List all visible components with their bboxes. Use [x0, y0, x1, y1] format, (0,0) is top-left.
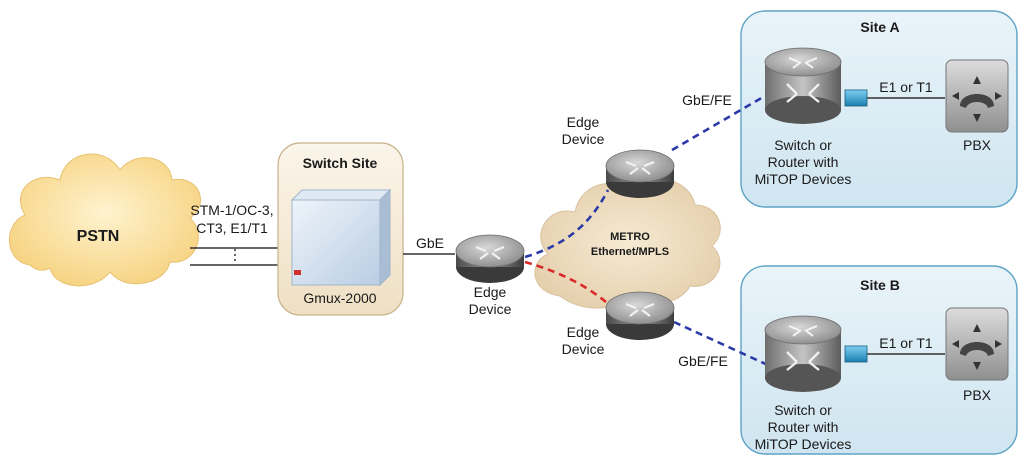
switch-router-icon [764, 315, 842, 392]
site-a-switch-label-2: Router with [768, 154, 839, 170]
edge-top-label-2: Device [562, 131, 605, 147]
dashed-links [524, 91, 771, 368]
trunk-label-2: CT3, E1/T1 [196, 220, 268, 236]
mitop-device-icon [844, 89, 868, 107]
router-icon [455, 234, 525, 283]
mitop-device-icon [844, 345, 868, 363]
site-b-switch-label-1: Switch or [774, 402, 832, 418]
site-b-link-label: E1 or T1 [879, 335, 933, 351]
site-b-switch-label-2: Router with [768, 419, 839, 435]
trunk-link [190, 247, 292, 266]
site-b-pbx-label: PBX [963, 387, 992, 403]
router-icon [605, 291, 675, 340]
edge-top-label-1: Edge [567, 114, 600, 130]
site-a-switch-label-1: Switch or [774, 137, 832, 153]
site-a-switch-label-3: MiTOP Devices [755, 171, 852, 187]
edge-bottom-label-2: Device [562, 341, 605, 357]
metro-cloud: METRO Ethernet/MPLS [534, 178, 721, 309]
gmux-label: Gmux-2000 [303, 290, 376, 306]
metro-label-2: Ethernet/MPLS [591, 246, 669, 258]
router-icon [605, 149, 675, 198]
edge-center-label-1: Edge [474, 284, 507, 300]
site-a-link-label: E1 or T1 [879, 79, 933, 95]
gbe-fe-top-label: GbE/FE [682, 92, 732, 108]
site-b-title: Site B [860, 277, 900, 293]
pstn-cloud: PSTN [9, 153, 201, 287]
site-a-pbx-label: PBX [963, 137, 992, 153]
trunk-label-1: STM-1/OC-3, [190, 202, 273, 218]
edge-bottom-label-1: Edge [567, 324, 600, 340]
metro-label-1: METRO [610, 231, 650, 243]
pbx-icon [945, 307, 1009, 381]
site-a-title: Site A [860, 19, 899, 35]
pstn-label: PSTN [77, 228, 120, 245]
pbx-icon [945, 59, 1009, 133]
switch-site-box: Switch Site Gmux-2000 [277, 142, 404, 316]
gbe-label: GbE [416, 235, 444, 251]
gbe-fe-bottom-label: GbE/FE [678, 353, 728, 369]
switch-site-title: Switch Site [303, 155, 378, 171]
switch-router-icon [764, 47, 842, 124]
site-b-switch-label-3: MiTOP Devices [755, 436, 852, 452]
edge-center-label-2: Device [469, 301, 512, 317]
gmux-device-icon [290, 188, 392, 287]
